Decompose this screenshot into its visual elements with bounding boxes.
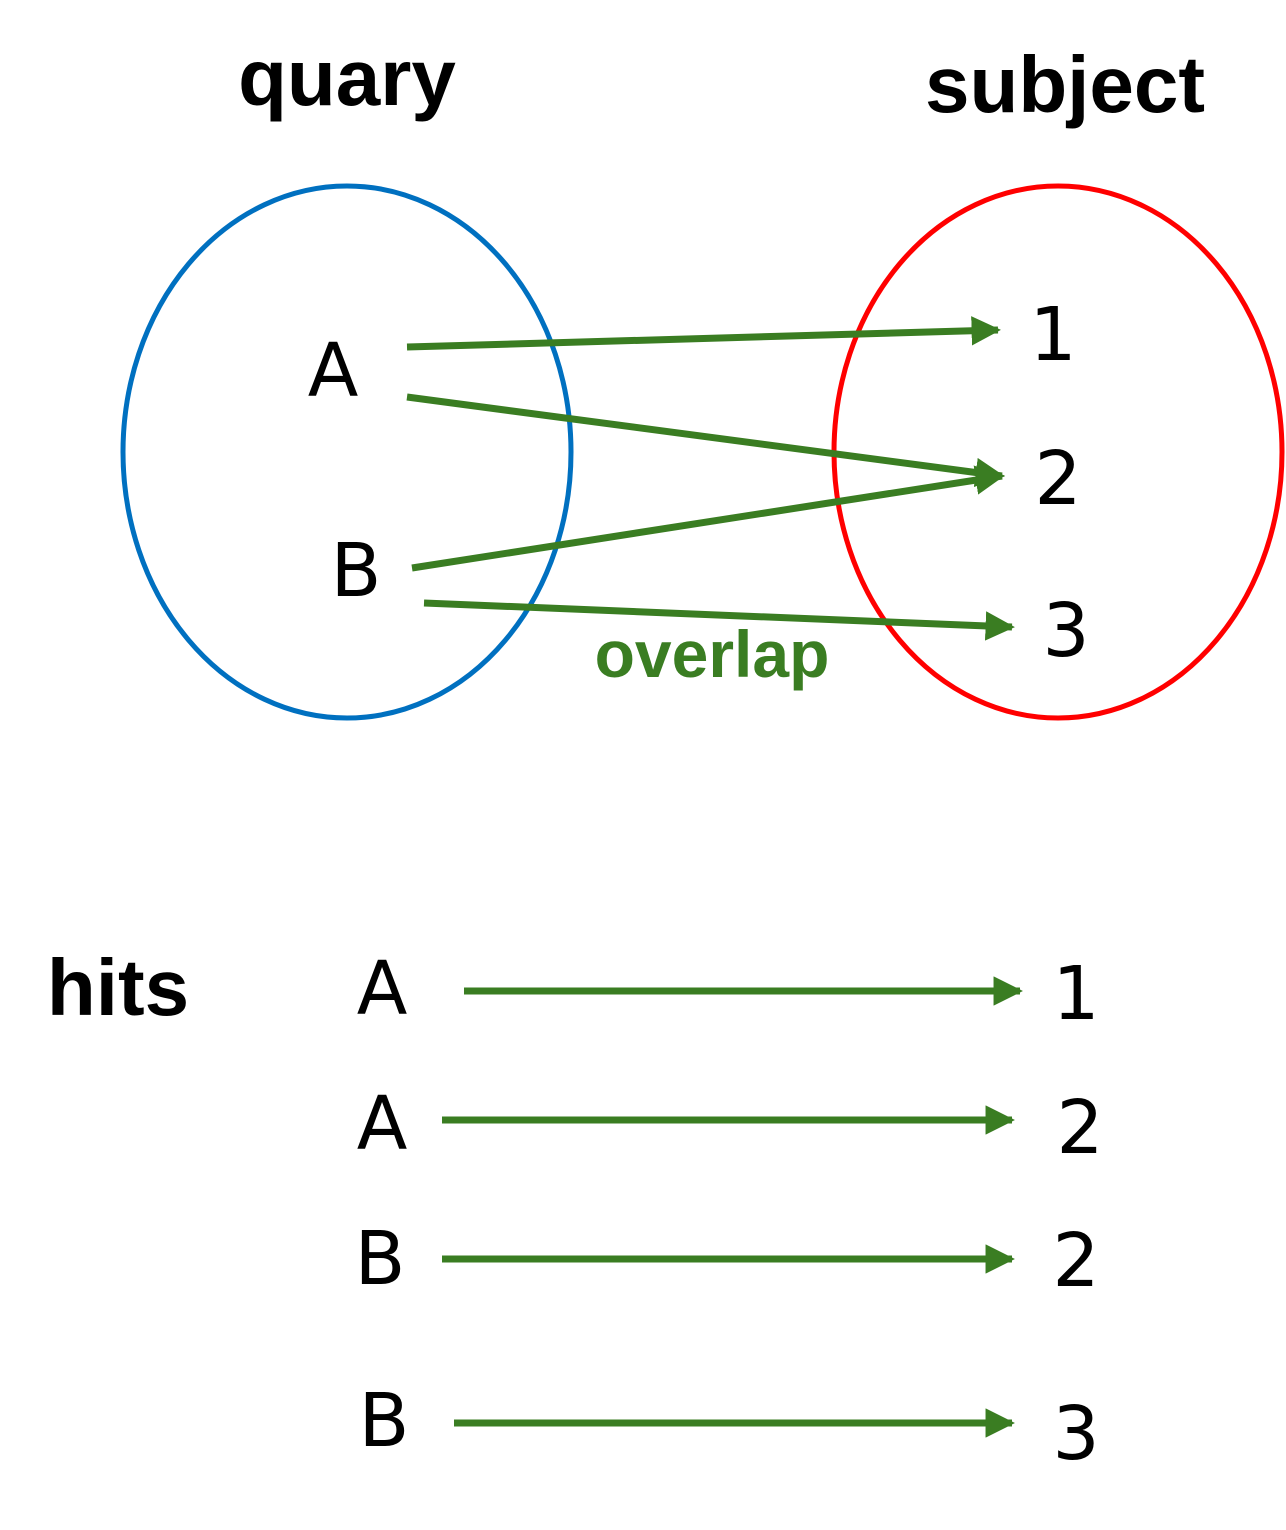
query-title: quary bbox=[238, 33, 456, 122]
hit-query-label: B bbox=[359, 1378, 410, 1464]
hit-query-label: A bbox=[357, 1081, 408, 1167]
hit-row: A 2 bbox=[357, 1081, 1104, 1171]
overlap-label: overlap bbox=[595, 617, 830, 691]
hits-title: hits bbox=[47, 943, 189, 1032]
overlap-arrow-b-2 bbox=[411, 465, 1005, 572]
query-item-b: B bbox=[331, 528, 382, 614]
overlap-arrow-a-1 bbox=[406, 316, 1001, 351]
hit-row: B 3 bbox=[359, 1378, 1100, 1477]
subject-title: subject bbox=[925, 40, 1205, 129]
query-set-ellipse bbox=[120, 183, 574, 721]
subject-item-1: 1 bbox=[1029, 292, 1076, 378]
hit-row: A 1 bbox=[357, 946, 1100, 1037]
hit-subject-label: 2 bbox=[1052, 1218, 1099, 1304]
hits-table: A 1 A 2 B 2 B 3 bbox=[355, 946, 1104, 1477]
hit-subject-label: 2 bbox=[1056, 1085, 1103, 1171]
query-item-a: A bbox=[308, 328, 359, 414]
overlap-arrow-b-3 bbox=[423, 599, 1015, 641]
overlap-arrow-a-2 bbox=[406, 393, 1005, 488]
hit-query-label: B bbox=[355, 1216, 406, 1302]
subject-item-2: 2 bbox=[1034, 436, 1081, 522]
hit-subject-label: 1 bbox=[1052, 951, 1099, 1037]
hit-subject-label: 3 bbox=[1052, 1391, 1099, 1477]
hit-query-label: A bbox=[357, 946, 408, 1032]
subject-item-3: 3 bbox=[1042, 588, 1089, 674]
overlap-arrows bbox=[406, 316, 1015, 641]
hit-row: B 2 bbox=[355, 1216, 1100, 1304]
